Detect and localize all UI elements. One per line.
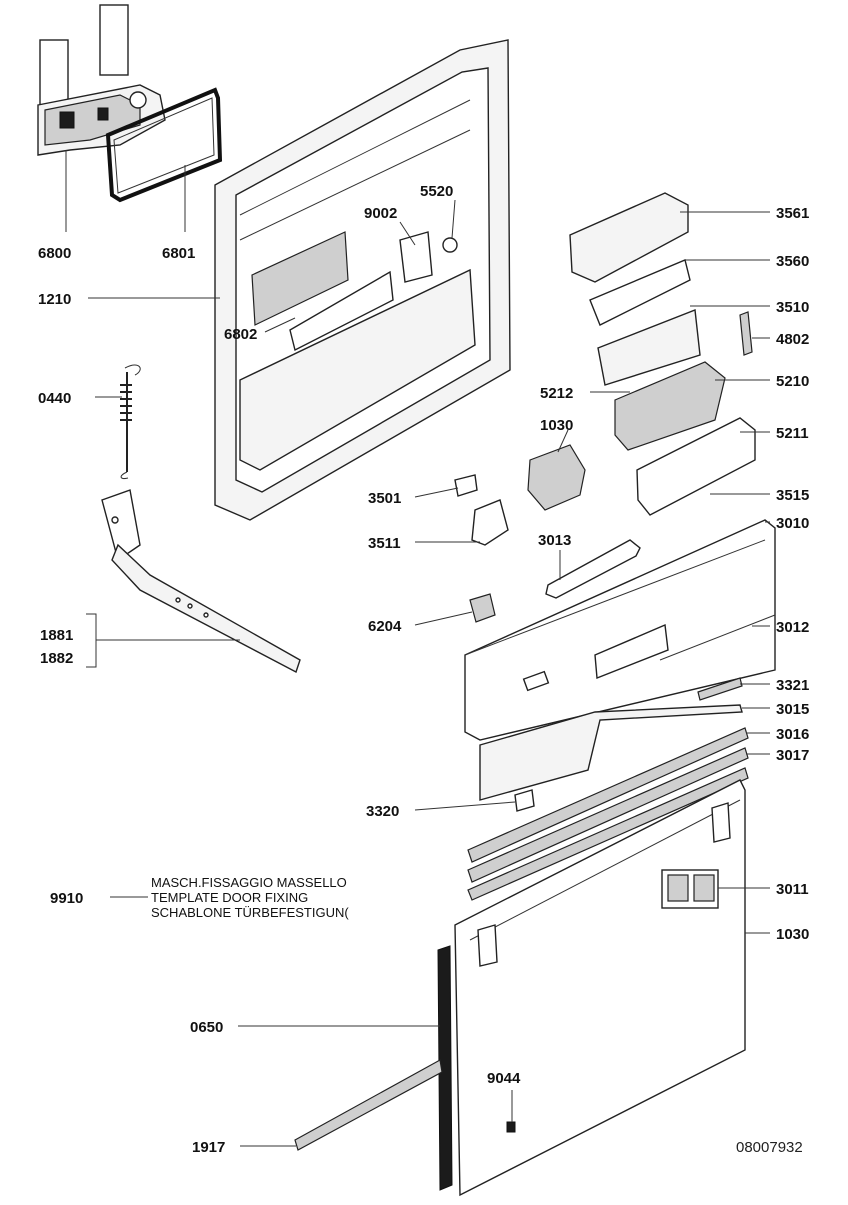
- label-5520: 5520: [420, 183, 453, 200]
- label-3013: 3013: [538, 532, 571, 549]
- outer-door-panel-drawing: [294, 779, 746, 1197]
- label-9044: 9044: [487, 1070, 521, 1087]
- control-panel-drawing: [464, 519, 776, 741]
- label-3511: 3511: [368, 535, 401, 552]
- label-9002: 9002: [364, 205, 397, 222]
- label-3560: 3560: [776, 253, 809, 270]
- trim-strips-drawing: [467, 704, 749, 901]
- label-0440: 0440: [38, 390, 71, 407]
- label-3320: 3320: [366, 803, 399, 820]
- handle-drawing: [469, 539, 641, 623]
- label-1030-upper: 1030: [540, 417, 573, 434]
- label-3012: 3012: [776, 619, 809, 636]
- small-components-drawing: [454, 444, 586, 546]
- label-0650: 0650: [190, 1019, 223, 1036]
- label-6800: 6800: [38, 245, 71, 262]
- label-3510: 3510: [776, 299, 809, 316]
- label-1210: 1210: [38, 291, 71, 308]
- label-1917: 1917: [192, 1139, 225, 1156]
- part-labels: 6800 6801 1210 6802 9002 5520 0440 1881 …: [38, 183, 809, 1156]
- label-3010: 3010: [776, 515, 809, 532]
- label-5210: 5210: [776, 373, 809, 390]
- label-3501: 3501: [368, 490, 401, 507]
- label-1030-lower: 1030: [776, 926, 809, 943]
- label-4802: 4802: [776, 331, 809, 348]
- label-3321: 3321: [776, 677, 809, 694]
- label-5211: 5211: [776, 425, 809, 442]
- note-line-2: TEMPLATE DOOR FIXING: [151, 890, 308, 905]
- hinge-drawing: [101, 489, 301, 674]
- dispenser-unit-drawing: [37, 4, 166, 156]
- label-3015: 3015: [776, 701, 809, 718]
- leader-lines: [65, 150, 770, 1147]
- template-note: MASCH.FISSAGGIO MASSELLO TEMPLATE DOOR F…: [151, 875, 349, 920]
- label-9910: 9910: [50, 890, 83, 907]
- label-5212: 5212: [540, 385, 573, 402]
- label-6801: 6801: [162, 245, 195, 262]
- label-3011: 3011: [776, 881, 809, 898]
- spring-drawing: [120, 364, 141, 479]
- gasket-drawing: [105, 87, 223, 203]
- label-1882: 1882: [40, 650, 73, 667]
- note-line-1: MASCH.FISSAGGIO MASSELLO: [151, 875, 347, 890]
- label-3515: 3515: [776, 487, 809, 504]
- label-3561: 3561: [776, 205, 809, 222]
- label-6802: 6802: [224, 326, 257, 343]
- drawing-number: 08007932: [736, 1139, 803, 1156]
- label-3017: 3017: [776, 747, 809, 764]
- label-3016: 3016: [776, 726, 809, 743]
- inner-door-frame-drawing: [214, 39, 511, 521]
- label-1881: 1881: [40, 627, 73, 644]
- label-6204: 6204: [368, 618, 402, 635]
- control-modules-drawing: [569, 192, 756, 516]
- note-line-3: SCHABLONE TÜRBEFESTIGUN(: [151, 905, 349, 920]
